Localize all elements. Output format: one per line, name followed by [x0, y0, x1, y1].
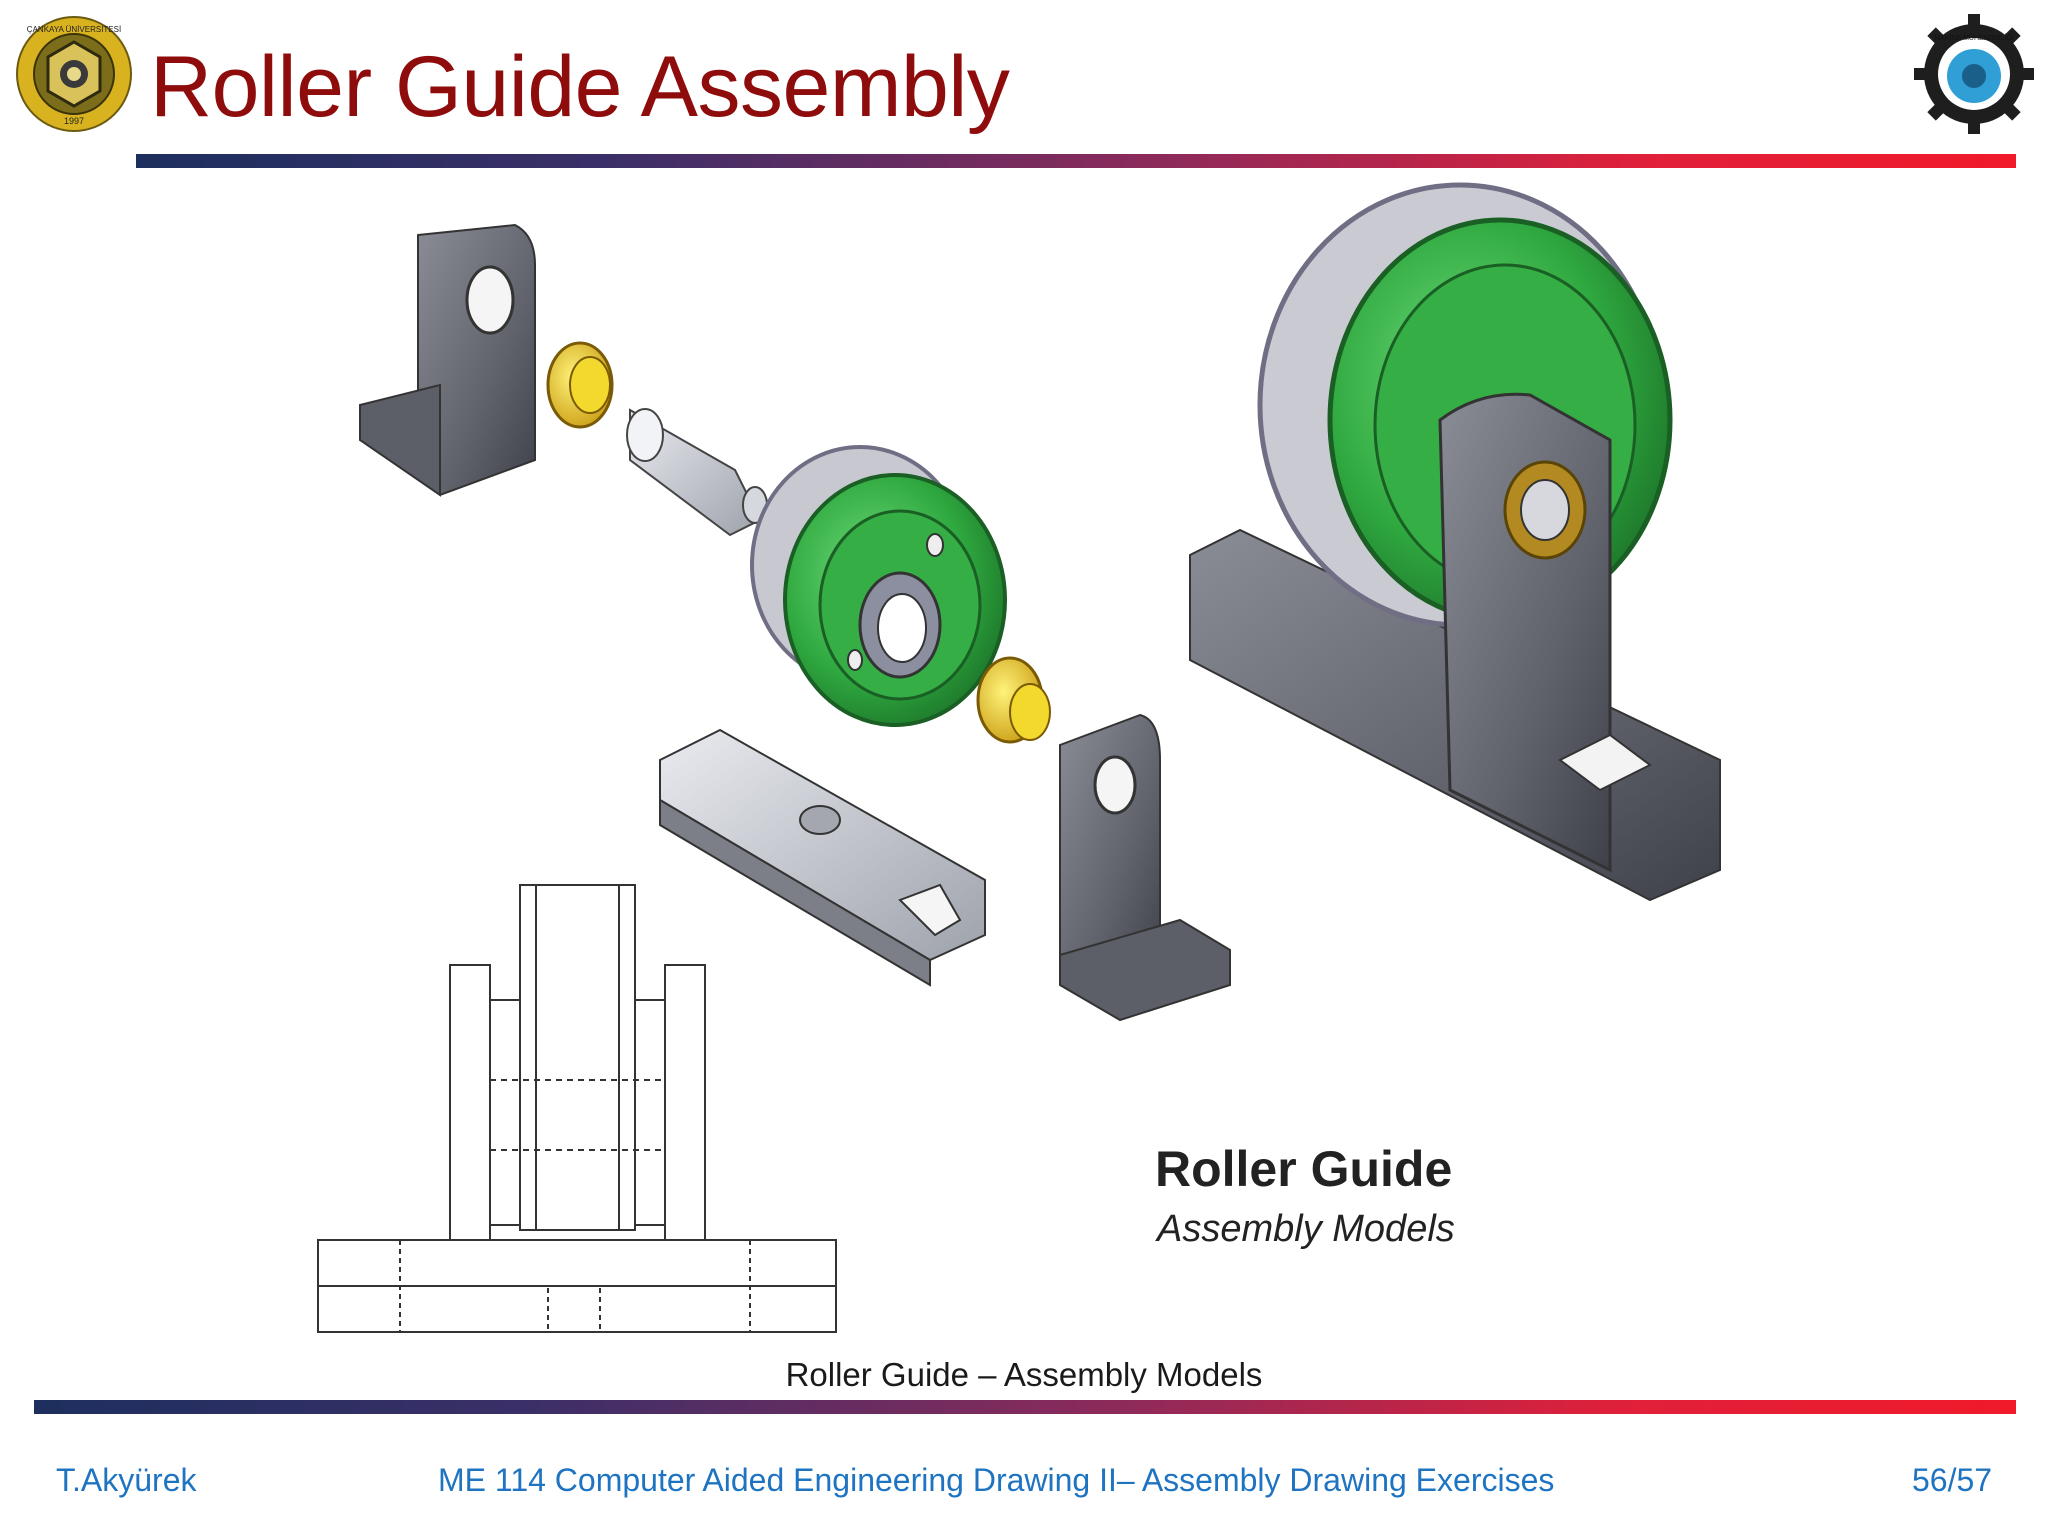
figure-subtitle: Assembly Models	[1157, 1208, 1455, 1250]
department-logo-text: MAKİNE MÜHENDİSLİĞİ	[1934, 33, 2013, 42]
bushing-top	[546, 341, 614, 429]
assembled-model	[1189, 182, 1721, 902]
department-logo: MAKİNE MÜHENDİSLİĞİ	[1914, 14, 2034, 134]
shaft	[626, 408, 768, 537]
bracket-left-top	[359, 223, 536, 497]
footer-author: T.Akyürek	[56, 1462, 197, 1498]
base-plate	[659, 728, 986, 987]
roller-exploded	[750, 445, 1007, 727]
figure-caption: Roller Guide – Assembly Models	[785, 1356, 1263, 1393]
title-divider	[136, 154, 2016, 168]
university-logo: ÇANKAYA ÜNİVERSİTESİ 1997	[16, 16, 132, 132]
footer-divider	[34, 1400, 2016, 1414]
university-logo-text: ÇANKAYA ÜNİVERSİTESİ	[27, 25, 121, 34]
figure-title: Roller Guide	[1155, 1141, 1453, 1197]
bushing-bottom	[976, 656, 1051, 744]
slide-title: Roller Guide Assembly	[150, 39, 1010, 135]
roller-guide-figure	[317, 182, 1721, 1333]
assembly-drawing	[317, 884, 837, 1333]
page-number: 56/57	[1912, 1462, 1993, 1498]
bracket-right-bottom	[1059, 713, 1231, 1022]
university-logo-year: 1997	[64, 116, 84, 126]
footer-course: ME 114 Computer Aided Engineering Drawin…	[438, 1462, 1555, 1498]
